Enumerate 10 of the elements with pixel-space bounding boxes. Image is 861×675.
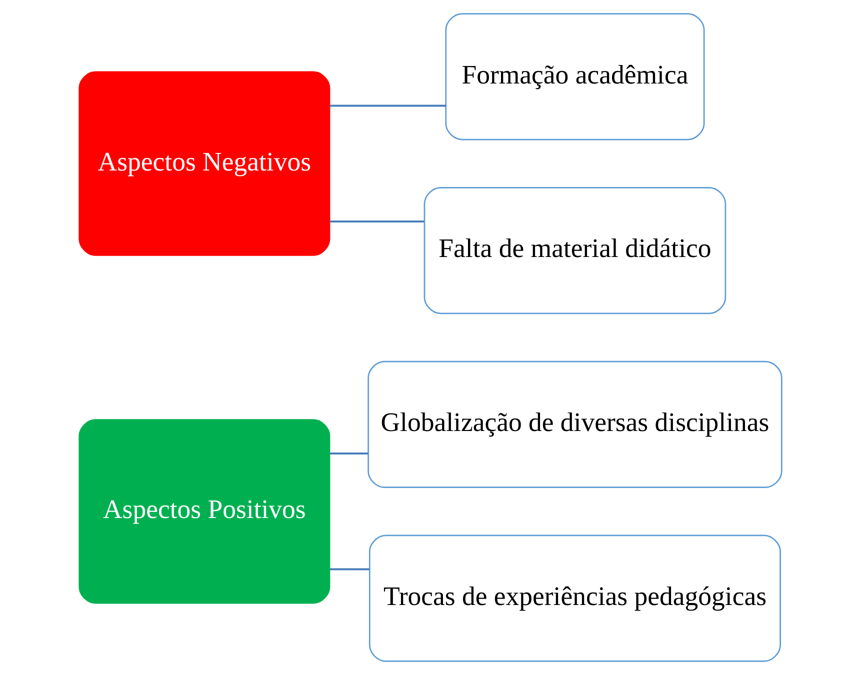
node-box: Falta de material didático: [424, 187, 726, 314]
connector: [330, 220, 424, 222]
connector: [330, 104, 446, 107]
node-box: Aspectos Positivos: [78, 419, 330, 604]
node-box: Aspectos Negativos: [78, 71, 330, 256]
node-box: Formação acadêmica: [445, 13, 705, 140]
connector: [330, 568, 370, 570]
connector: [330, 452, 368, 455]
node-box: Globalização de diversas disciplinas: [368, 360, 782, 488]
node-box: Trocas de experiências pedagógicas: [368, 534, 781, 662]
